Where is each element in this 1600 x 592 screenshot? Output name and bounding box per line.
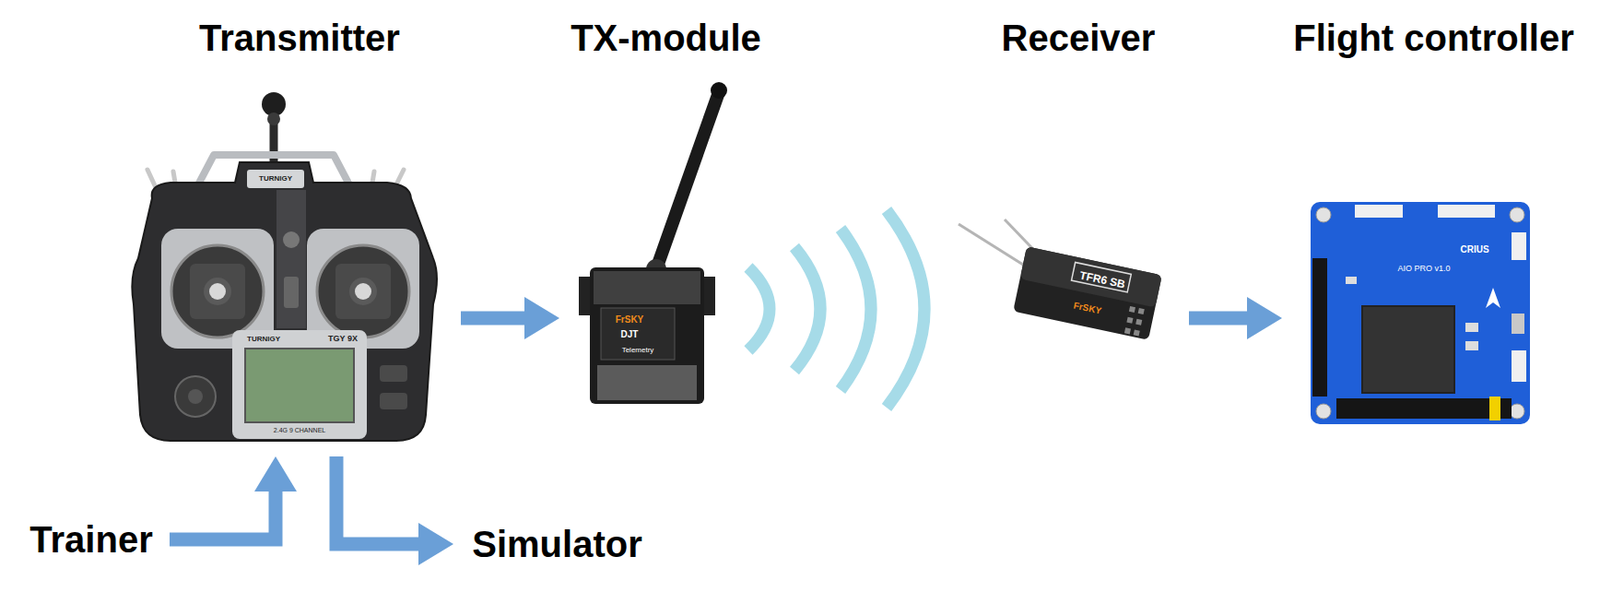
receiver-illustration-part-part	[1020, 246, 1163, 307]
signal-arrow	[460, 311, 525, 326]
flight-controller-node: Flight controller	[1282, 0, 1586, 434]
flight-controller-illustration-part	[1437, 204, 1495, 218]
transmitter-illustration-part	[247, 169, 305, 189]
transmitter-illustration-part	[379, 364, 408, 382]
transmitter-node: Transmitter	[138, 0, 461, 457]
receiver-illustration-part-part	[1138, 307, 1145, 315]
transmitter-illustration-part	[283, 276, 299, 308]
transmitter-illustration-part	[335, 263, 391, 319]
node-heading: Trainer	[29, 517, 153, 561]
brand-label: CRIUS	[1459, 244, 1489, 255]
tx-module-illustration-part	[589, 267, 705, 404]
signal-arrow	[336, 456, 419, 544]
flight-controller-illustration-part	[1336, 398, 1512, 419]
receiver-illustration-part-part	[1133, 329, 1141, 336]
brand-label: TURNIGY	[247, 335, 281, 344]
radio-waves-part	[886, 210, 925, 408]
flight-controller-illustration-part	[1316, 207, 1331, 223]
flight-controller-illustration	[1310, 201, 1530, 424]
flight-controller-illustration-part	[1511, 232, 1527, 260]
model-label: AIO PRO v1.0	[1397, 264, 1450, 274]
transmitter-illustration-part	[349, 277, 377, 306]
flight-controller-illustration-part	[1489, 396, 1501, 421]
feature-label: Telemetry	[622, 346, 655, 355]
receiver-node: Receiver	[967, 0, 1189, 415]
model-label: DJT	[621, 329, 639, 340]
receiver-illustration-part-part	[1135, 318, 1142, 326]
node-heading: Flight controller	[1293, 16, 1574, 59]
node-heading: Transmitter	[199, 16, 400, 59]
flight-controller-illustration-part	[1354, 204, 1403, 218]
flight-controller-illustration-part	[1362, 305, 1455, 393]
flight-controller-illustration-part	[1345, 276, 1357, 284]
flight-controller-illustration-part	[1511, 313, 1525, 334]
transmitter-illustration-part	[188, 388, 203, 404]
tx-module-illustration-part	[578, 276, 592, 316]
node-heading: Simulator	[471, 522, 642, 565]
transmitter-illustration-part	[175, 376, 216, 417]
flight-controller-illustration-part	[1485, 287, 1501, 308]
flight-controller-illustration-part	[1312, 258, 1328, 397]
receiver-illustration-part-part	[1124, 327, 1131, 334]
flight-controller-illustration-part	[1465, 341, 1479, 351]
transmitter-illustration	[131, 92, 437, 441]
flight-controller-illustration-part	[1511, 350, 1527, 382]
receiver-illustration-part-part	[1129, 305, 1136, 313]
receiver-illustration-part-part	[1071, 261, 1132, 292]
transmitter-illustration-part	[317, 245, 410, 338]
tx-module-illustration	[578, 82, 728, 404]
receiver-illustration-part-part	[1012, 246, 1163, 341]
tx-module-node: TX-module	[559, 0, 773, 415]
radio-waves-part	[840, 228, 871, 390]
flight-controller-illustration-part	[1465, 322, 1479, 332]
brand-label: FrSKY	[1072, 299, 1103, 316]
transmitter-illustration-part	[171, 245, 264, 338]
brand-label: TURNIGY	[258, 175, 293, 184]
transmitter-illustration-part	[276, 189, 306, 329]
flight-controller-illustration-part	[1509, 207, 1525, 223]
receiver-illustration-part	[958, 223, 1031, 270]
tx-module-illustration-part	[710, 82, 728, 99]
tx-module-illustration-part	[597, 364, 697, 400]
transmitter-illustration-part	[131, 162, 437, 441]
brand-label: FrSKY	[615, 314, 645, 325]
flight-controller-illustration-part	[1509, 403, 1525, 419]
node-heading: TX-module	[570, 16, 762, 59]
signal-arrow	[169, 491, 276, 540]
radio-waves-part	[748, 267, 770, 351]
transmitter-illustration-part	[282, 231, 300, 248]
radio-waves-part	[794, 247, 821, 371]
model-label: TGY 9X	[328, 334, 358, 344]
node-heading: Receiver	[1001, 16, 1156, 59]
channel-label: 2.4G 9 CHANNEL	[273, 426, 326, 435]
receiver-illustration-part	[1012, 246, 1163, 341]
tx-module-illustration-part	[593, 270, 701, 305]
tx-module-illustration-part	[600, 307, 675, 360]
transmitter-illustration-part	[354, 282, 372, 300]
tx-module-illustration-part	[656, 92, 719, 270]
receiver-illustration-part-part	[1126, 317, 1133, 324]
transmitter-illustration-part	[267, 112, 281, 126]
transmitter-illustration-part	[203, 277, 232, 306]
receiver-illustration	[958, 219, 1163, 341]
transmitter-illustration-part	[209, 282, 226, 300]
simulator-node: Simulator	[453, 518, 661, 569]
tx-module-illustration-part	[702, 276, 716, 316]
transmitter-illustration-part	[189, 263, 246, 319]
radio-waves	[748, 210, 925, 408]
trainer-node: Trainer	[12, 514, 170, 565]
model-label: TFR6 SB	[1078, 269, 1127, 291]
transmitter-illustration-part	[245, 348, 354, 423]
flight-controller-illustration-part	[1316, 403, 1331, 419]
transmitter-illustration-part	[379, 392, 408, 410]
transmitter-illustration-part	[232, 329, 367, 439]
flight-controller-illustration-part	[1310, 201, 1530, 424]
signal-arrow	[1188, 311, 1248, 326]
